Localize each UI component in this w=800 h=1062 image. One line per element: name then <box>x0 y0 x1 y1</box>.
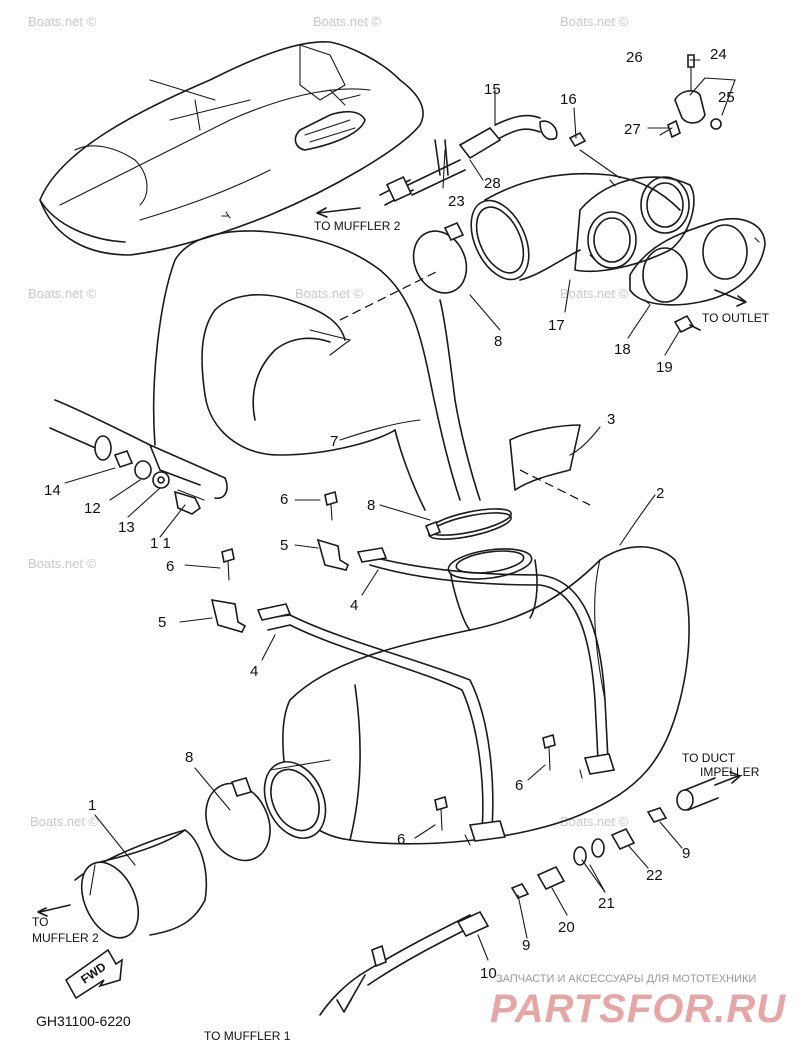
callout-11: 1 1 <box>150 535 171 552</box>
clamp-8-top <box>412 221 468 294</box>
callout-8: 8 <box>494 333 502 350</box>
callout-27: 27 <box>624 121 641 138</box>
callout-1: 1 <box>88 797 96 814</box>
watercraft-illustration <box>39 41 424 256</box>
callout-5: 5 <box>280 537 288 554</box>
callout-18: 18 <box>614 341 631 358</box>
fwd-arrow-icon: FWD <box>64 948 123 1000</box>
bolts-and-brackets <box>210 490 556 831</box>
callout-8: 8 <box>367 497 375 514</box>
muffler-body-2 <box>263 546 690 845</box>
brand-tagline: ЗАПЧАСТИ И АКСЕССУАРЫ ДЛЯ МОТОТЕХНИКИ <box>496 973 756 985</box>
exhaust-manifold-elbow <box>470 172 766 334</box>
watermarks: Boats.net © Boats.net © Boats.net © Boat… <box>28 14 629 829</box>
callout-26: 26 <box>626 49 643 66</box>
clamp-8-middle <box>424 508 512 540</box>
label-to-muffler-2-top: TO MUFFLER 2 <box>314 219 401 233</box>
label-muffler-2-bottom: MUFFLER 2 <box>32 931 99 945</box>
label-to-outlet: TO OUTLET <box>702 311 770 325</box>
callout-9: 9 <box>682 845 690 862</box>
callout-24: 24 <box>710 46 727 63</box>
callout-9: 9 <box>522 937 530 954</box>
part-3-sheet <box>509 424 591 506</box>
leader-lines <box>64 59 736 961</box>
watermark: Boats.net © <box>28 556 97 571</box>
label-to-muffler-1: TO MUFFLER 1 <box>204 1029 291 1043</box>
watermark: Boats.net © <box>560 14 629 29</box>
callout-7: 7 <box>330 433 338 450</box>
callout-4: 4 <box>250 663 258 680</box>
callout-19: 19 <box>656 359 673 376</box>
callout-8: 8 <box>185 749 193 766</box>
watermark: Boats.net © <box>295 286 364 301</box>
brand-watermark: ЗАПЧАСТИ И АКСЕССУАРЫ ДЛЯ МОТОТЕХНИКИ PA… <box>490 973 786 1031</box>
callout-6: 6 <box>280 491 288 508</box>
callout-3: 3 <box>607 411 615 428</box>
watermark: Boats.net © <box>313 14 382 29</box>
callout-10: 10 <box>480 965 497 982</box>
watermark: Boats.net © <box>28 286 97 301</box>
bracket-24-27 <box>659 54 722 139</box>
callout-numbers: 1 2 3 4 4 5 5 6 6 6 6 7 8 8 8 9 9 10 1 1… <box>44 46 735 982</box>
callout-21: 21 <box>598 895 615 912</box>
callout-20: 20 <box>558 919 575 936</box>
callout-13: 13 <box>118 519 135 536</box>
lower-left-tube-1 <box>37 777 271 939</box>
direction-labels: TO MUFFLER 2 TO OUTLET TO DUCT IMPELLER … <box>32 207 770 1043</box>
lower-right-fittings <box>319 771 741 1016</box>
brand-name: PARTSFOR.RU <box>490 987 786 1031</box>
callout-22: 22 <box>646 867 663 884</box>
cooling-hose-assembly <box>379 114 621 206</box>
callout-15: 15 <box>484 81 501 98</box>
callout-6: 6 <box>397 831 405 848</box>
callout-17: 17 <box>548 317 565 334</box>
watermark: Boats.net © <box>28 14 97 29</box>
callout-2: 2 <box>656 485 664 502</box>
callout-23: 23 <box>448 193 465 210</box>
callout-5: 5 <box>158 614 166 631</box>
callout-14: 14 <box>44 482 61 499</box>
watermark: Boats.net © <box>560 814 629 829</box>
exhaust-pipe-7 <box>152 230 481 511</box>
callout-25: 25 <box>718 89 735 106</box>
callout-6: 6 <box>515 777 523 794</box>
label-to-duct: TO DUCT <box>682 751 736 765</box>
callout-4: 4 <box>350 597 358 614</box>
label-impeller: IMPELLER <box>700 765 760 779</box>
callout-6: 6 <box>166 558 174 575</box>
hose-14 <box>49 399 228 515</box>
watermark: Boats.net © <box>30 814 99 829</box>
callout-28: 28 <box>484 175 501 192</box>
callout-12: 12 <box>84 500 101 517</box>
label-to: TO <box>32 915 48 929</box>
callout-16: 16 <box>560 91 577 108</box>
part-code: GH31100-6220 <box>36 1013 131 1029</box>
straps-4 <box>256 547 616 846</box>
watermark: Boats.net © <box>560 286 629 301</box>
